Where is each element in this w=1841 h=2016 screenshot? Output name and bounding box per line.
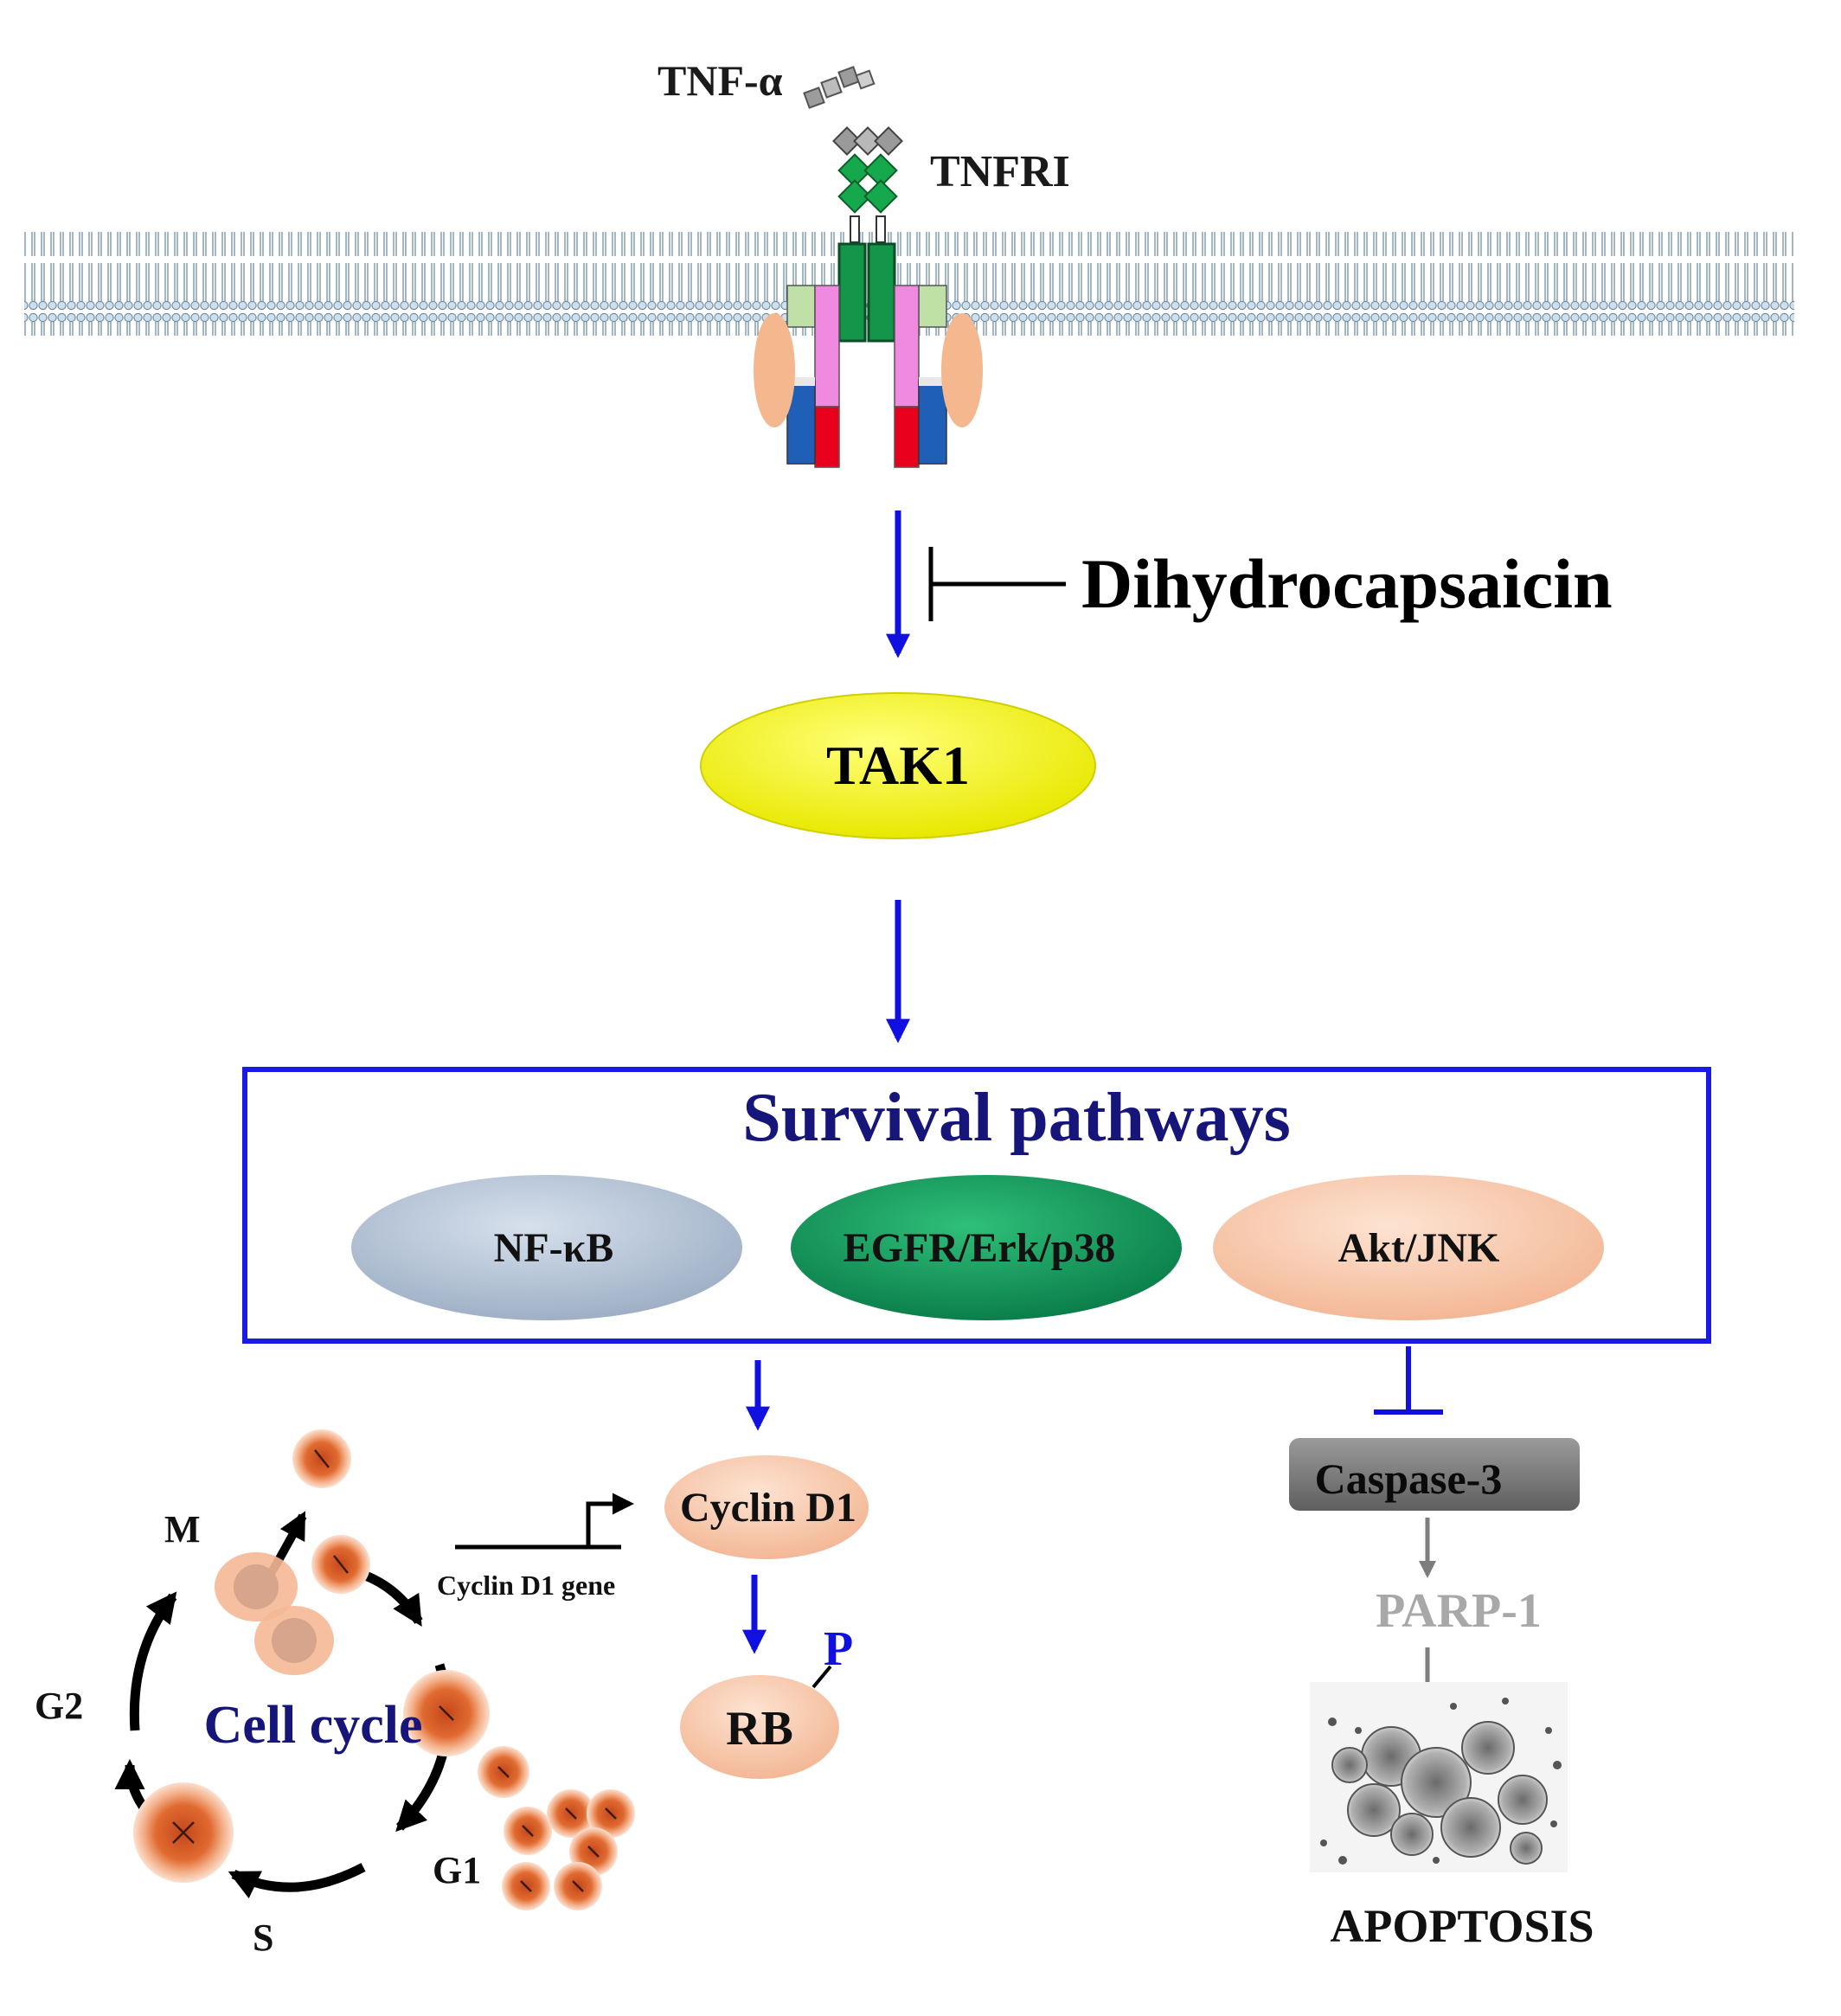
tnf-ligand-icon (803, 66, 876, 109)
phase-m-label: M (164, 1508, 201, 1551)
phospho-bond (811, 1665, 832, 1689)
survival-inhibits-caspase (1374, 1346, 1443, 1415)
nfkb-node (351, 1175, 742, 1320)
tak1-node (700, 692, 1096, 839)
tnfri-label: TNFRI (930, 147, 1070, 196)
akt-label: Akt/JNK (1338, 1225, 1500, 1271)
phase-g1-label: G1 (433, 1849, 481, 1891)
survival-pathways-title: Survival pathways (742, 1080, 1290, 1156)
cell-cycle-label: Cell cycle (203, 1696, 422, 1755)
rb-node (680, 1675, 839, 1779)
cyclin-d1-gene-label: Cyclin D1 gene (437, 1570, 615, 1601)
survival-pathways-box (242, 1067, 1711, 1344)
egfr-node (791, 1175, 1182, 1320)
apoptosis-label: APOPTOSIS (1330, 1900, 1594, 1952)
tnfri-receptor-icon (754, 126, 983, 468)
akt-node (1213, 1175, 1604, 1320)
apoptotic-cells-icon (1310, 1682, 1568, 1872)
cyclin-d1-node (664, 1455, 869, 1559)
parp1-label: PARP-1 (1376, 1584, 1542, 1638)
phase-g2-label: G2 (35, 1685, 83, 1727)
tak1-label: TAK1 (826, 735, 970, 796)
phospho-label: P (824, 1622, 853, 1676)
cell-cycle-icon (114, 1429, 635, 1910)
dihydrocapsaicin-label: Dihydrocapsaicin (1081, 544, 1613, 623)
tnf-alpha-label: TNF-α (658, 56, 783, 105)
caspase3-node (1289, 1438, 1580, 1511)
cyclin-d1-label: Cyclin D1 (680, 1485, 856, 1531)
phase-s-label: S (253, 1916, 273, 1959)
caspase3-label: Caspase-3 (1315, 1454, 1503, 1503)
dihydrocapsaicin-inhibition (928, 547, 1066, 621)
egfr-label: EGFR/Erk/p38 (844, 1225, 1116, 1271)
nfkb-label: NF-κB (494, 1225, 614, 1271)
cyclin-d1-gene-icon (455, 1493, 634, 1550)
rb-label: RB (726, 1702, 793, 1756)
